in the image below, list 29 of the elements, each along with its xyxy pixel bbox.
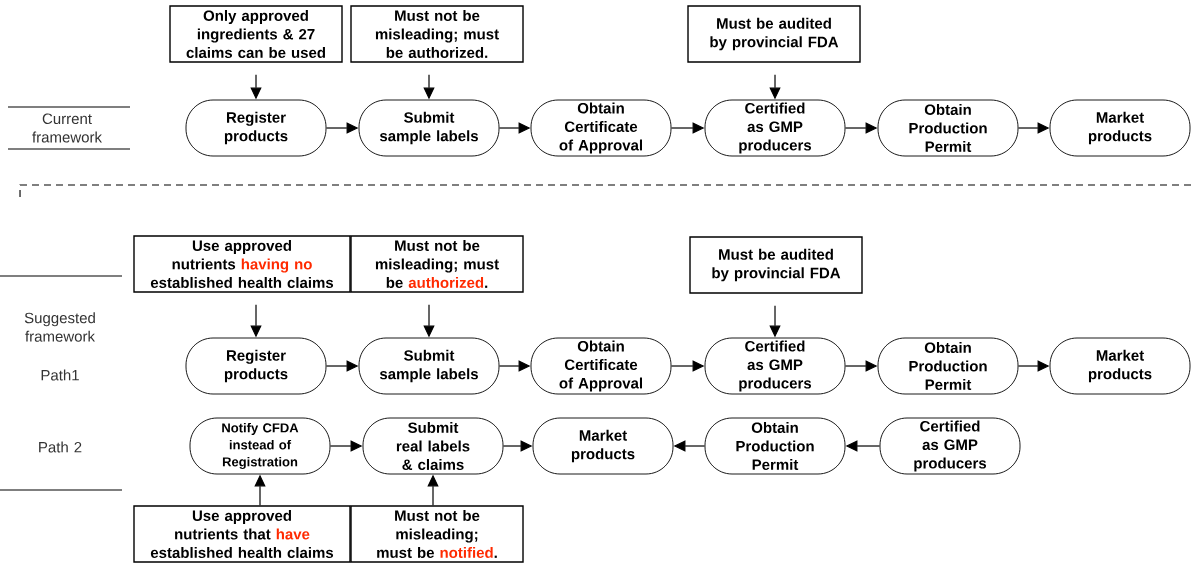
note-box: Must not be misleading; must be authorized. (350, 235, 524, 293)
process-box: Certified as GMP producers (879, 417, 1021, 475)
process-box: Market products (1049, 337, 1191, 395)
process-box: Obtain Production Permit (704, 417, 846, 475)
process-box: Market products (1049, 99, 1191, 157)
process-box: Market products (532, 417, 674, 475)
process-box: Obtain Certificate of Approval (530, 337, 672, 395)
note-box: Must be audited by provincial FDA (689, 236, 863, 294)
note-box: Use approved nutrients that have established health claims (133, 505, 351, 563)
process-box: Notify CFDA instead of Registration (189, 417, 331, 475)
process-box: Register products (185, 337, 327, 395)
process-box: Certified as GMP producers (704, 99, 846, 157)
note-box: Must be audited by provincial FDA (687, 5, 861, 63)
note-box: Use approved nutrients having no established health claims (133, 235, 351, 293)
process-box: Obtain Production Permit (877, 337, 1019, 395)
process-box: Obtain Certificate of Approval (530, 99, 672, 157)
note-box: Only approved ingredients & 27 claims can be used (169, 5, 343, 63)
row-label: Current framework (32, 113, 102, 143)
process-box: Submit sample labels (358, 337, 500, 395)
process-box: Certified as GMP producers (704, 337, 846, 395)
process-box: Submit sample labels (358, 99, 500, 157)
process-box: Obtain Production Permit (877, 99, 1019, 157)
note-box: Must not be misleading; must be notified. (350, 505, 524, 563)
row-label: Path 2 (39, 441, 82, 453)
row-label: Suggested framework (24, 312, 95, 342)
process-box: Register products (185, 99, 327, 157)
process-box: Submit real labels & claims (362, 417, 504, 475)
row-label: Path1 (41, 369, 79, 381)
note-box: Must not be misleading; must be authorized. (350, 5, 524, 63)
